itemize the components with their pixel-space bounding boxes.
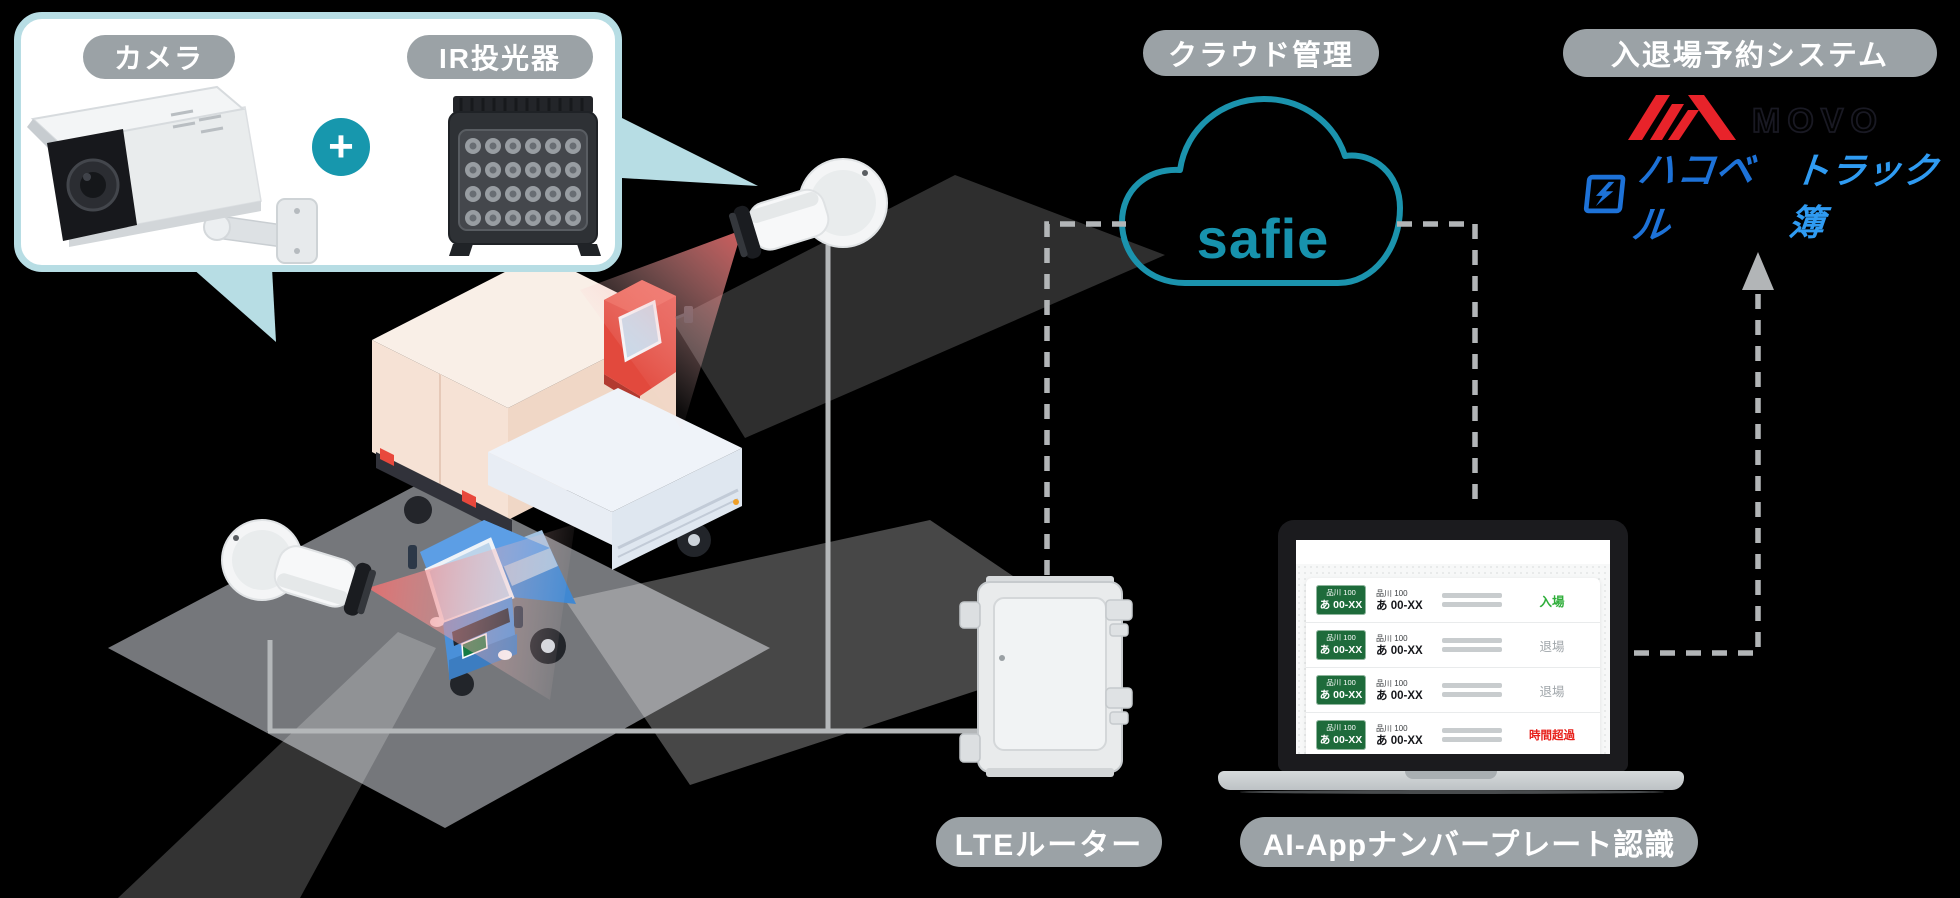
ir-illuminator-image xyxy=(448,96,601,256)
license-plate-badge: 品川 100 あ 00-XX xyxy=(1316,630,1366,660)
detail-placeholder-bars xyxy=(1442,589,1502,611)
left-camera-beam xyxy=(368,524,575,700)
laptop-base xyxy=(1218,771,1684,790)
reservation-label-pill: 入退場予約システム xyxy=(1563,29,1937,77)
lte-router-label: LTEルーター xyxy=(954,829,1144,862)
movo-logo: MOVO xyxy=(1628,95,1884,141)
table-row: 品川 100 あ 00-XX 品川 100 あ 00-XX 時間超過 xyxy=(1306,713,1600,754)
box-camera-image xyxy=(27,85,318,264)
camera-ir-callout: カメラ IR投光器 + xyxy=(14,12,622,272)
plus-icon: + xyxy=(312,118,370,176)
status-badge: 入場 xyxy=(1539,594,1565,609)
ir-label: IR投光器 xyxy=(438,43,561,74)
movo-wordmark: MOVO xyxy=(1752,102,1884,140)
movo-mark-icon xyxy=(1628,95,1736,140)
detail-placeholder-bars xyxy=(1442,679,1502,701)
hacobell-mark-icon xyxy=(1583,174,1626,214)
top-camera-beam xyxy=(580,230,742,430)
laptop-screen: 品川 100 あ 00-XX 品川 100 あ 00-XX 入場 品川 100 … xyxy=(1296,540,1610,754)
hacobell-truckbook-logo: ハコベル トラック簿 xyxy=(1581,150,1960,247)
callout-pointer-right xyxy=(622,118,758,186)
camera-cabling-lines xyxy=(267,245,978,734)
table-row: 品川 100 あ 00-XX 品川 100 あ 00-XX 退場 xyxy=(1306,623,1600,668)
plate-number-text: 品川 100 あ 00-XX xyxy=(1376,633,1423,657)
detail-placeholder-bars xyxy=(1442,634,1502,656)
lte-router-label-pill: LTEルーター xyxy=(936,817,1162,867)
cloud-label-pill: クラウド管理 xyxy=(1143,30,1379,76)
plate-number-text: 品川 100 あ 00-XX xyxy=(1376,723,1423,747)
camera-label-pill: カメラ xyxy=(83,35,235,79)
laptop-base-notch xyxy=(1405,771,1497,779)
table-row: 品川 100 あ 00-XX 品川 100 あ 00-XX 入場 xyxy=(1306,578,1600,623)
plate-recognition-list: 品川 100 あ 00-XX 品川 100 あ 00-XX 入場 品川 100 … xyxy=(1306,578,1600,754)
status-badge: 退場 xyxy=(1539,684,1565,699)
safie-brand: safie xyxy=(1196,207,1330,270)
callout-devices xyxy=(27,85,601,264)
reservation-label: 入退場予約システム xyxy=(1610,40,1890,72)
bullet-camera-top xyxy=(728,158,888,259)
hacobell-text: ハコベル xyxy=(1629,150,1757,247)
license-plate-badge: 品川 100 あ 00-XX xyxy=(1316,585,1366,615)
status-badge: 時間超過 xyxy=(1529,730,1575,742)
laptop-shadow xyxy=(1240,790,1664,794)
up-arrow-head xyxy=(1742,252,1774,290)
router-latches xyxy=(959,601,981,763)
status-badge: 退場 xyxy=(1539,639,1565,654)
ai-app-label-pill: AI-Appナンバープレート認識 xyxy=(1240,817,1698,867)
bullet-camera-left xyxy=(221,519,377,616)
ai-app-label: AI-Appナンバープレート認識 xyxy=(1262,829,1676,862)
truckbook-text: トラック簿 xyxy=(1786,150,1941,243)
router-hinges xyxy=(1105,599,1133,725)
cloud-label: クラウド管理 xyxy=(1167,40,1354,72)
license-plate-badge: 品川 100 あ 00-XX xyxy=(1316,720,1366,750)
detail-placeholder-bars xyxy=(1442,724,1502,746)
table-row: 品川 100 あ 00-XX 品川 100 あ 00-XX 退場 xyxy=(1306,668,1600,713)
plate-number-text: 品川 100 あ 00-XX xyxy=(1376,588,1423,612)
camera-label: カメラ xyxy=(113,43,204,74)
ir-label-pill: IR投光器 xyxy=(407,35,593,79)
plate-number-text: 品川 100 あ 00-XX xyxy=(1376,678,1423,702)
lte-router-box xyxy=(959,576,1133,777)
dashed-connectors xyxy=(1044,221,1761,656)
license-plate-badge: 品川 100 あ 00-XX xyxy=(1316,675,1366,705)
screen-header-bar xyxy=(1296,540,1610,564)
callout-pointer-left xyxy=(192,268,276,342)
